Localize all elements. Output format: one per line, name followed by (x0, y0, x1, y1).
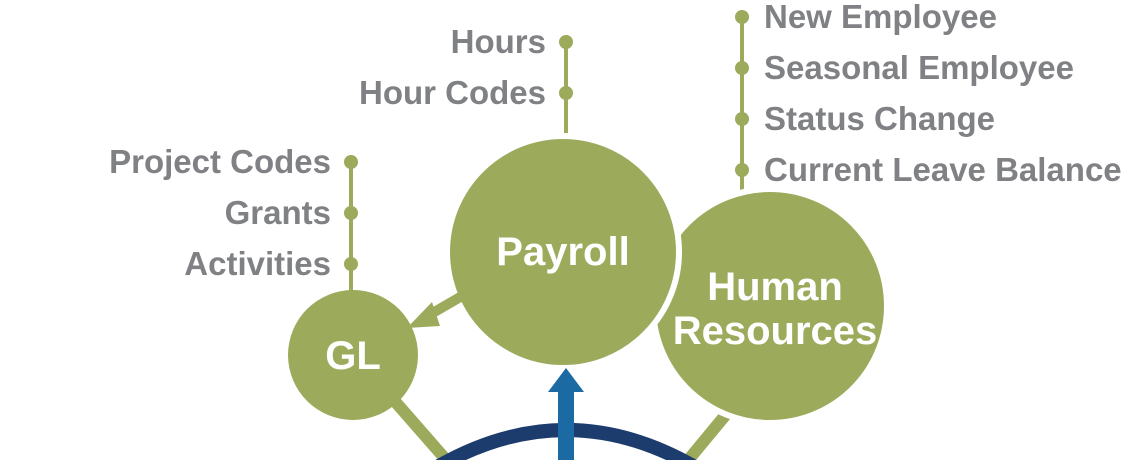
branch-label-current-leave-balance: Current Leave Balance (764, 151, 1122, 188)
gl-node (288, 290, 418, 420)
dot-status-change (735, 112, 749, 126)
gl-node-label: GL (325, 334, 381, 378)
payroll-node (444, 133, 682, 371)
payroll-node-label: Payroll (496, 230, 630, 274)
dot-project-codes (344, 155, 358, 169)
upward-arrow-shaft (558, 392, 574, 460)
gl-down-connector (387, 394, 455, 460)
dot-activities (344, 257, 358, 271)
branch-label-hours: Hours (450, 23, 546, 60)
branch-label-seasonal-employee: Seasonal Employee (764, 49, 1074, 86)
dot-grants (344, 206, 358, 220)
branch-label-grants: Grants (224, 194, 331, 231)
dot-hour-codes (559, 86, 573, 100)
branch-label-project-codes: Project Codes (109, 143, 331, 180)
hr-node-label-line2: Resources (672, 309, 878, 353)
dot-current-leave-balance (735, 163, 749, 177)
hr-down-connector (680, 408, 733, 460)
branch-label-hour-codes: Hour Codes (358, 74, 546, 111)
dot-hours (559, 35, 573, 49)
payroll-to-gl-arrowhead (407, 302, 440, 328)
dot-new-employee (735, 10, 749, 24)
branch-label-new-employee: New Employee (764, 0, 997, 35)
dot-seasonal-employee (735, 61, 749, 75)
hr-node-label-line1: Human (707, 265, 843, 309)
upward-arrow-head (548, 368, 584, 392)
branch-label-activities: Activities (184, 245, 331, 282)
branch-label-status-change: Status Change (764, 100, 996, 137)
